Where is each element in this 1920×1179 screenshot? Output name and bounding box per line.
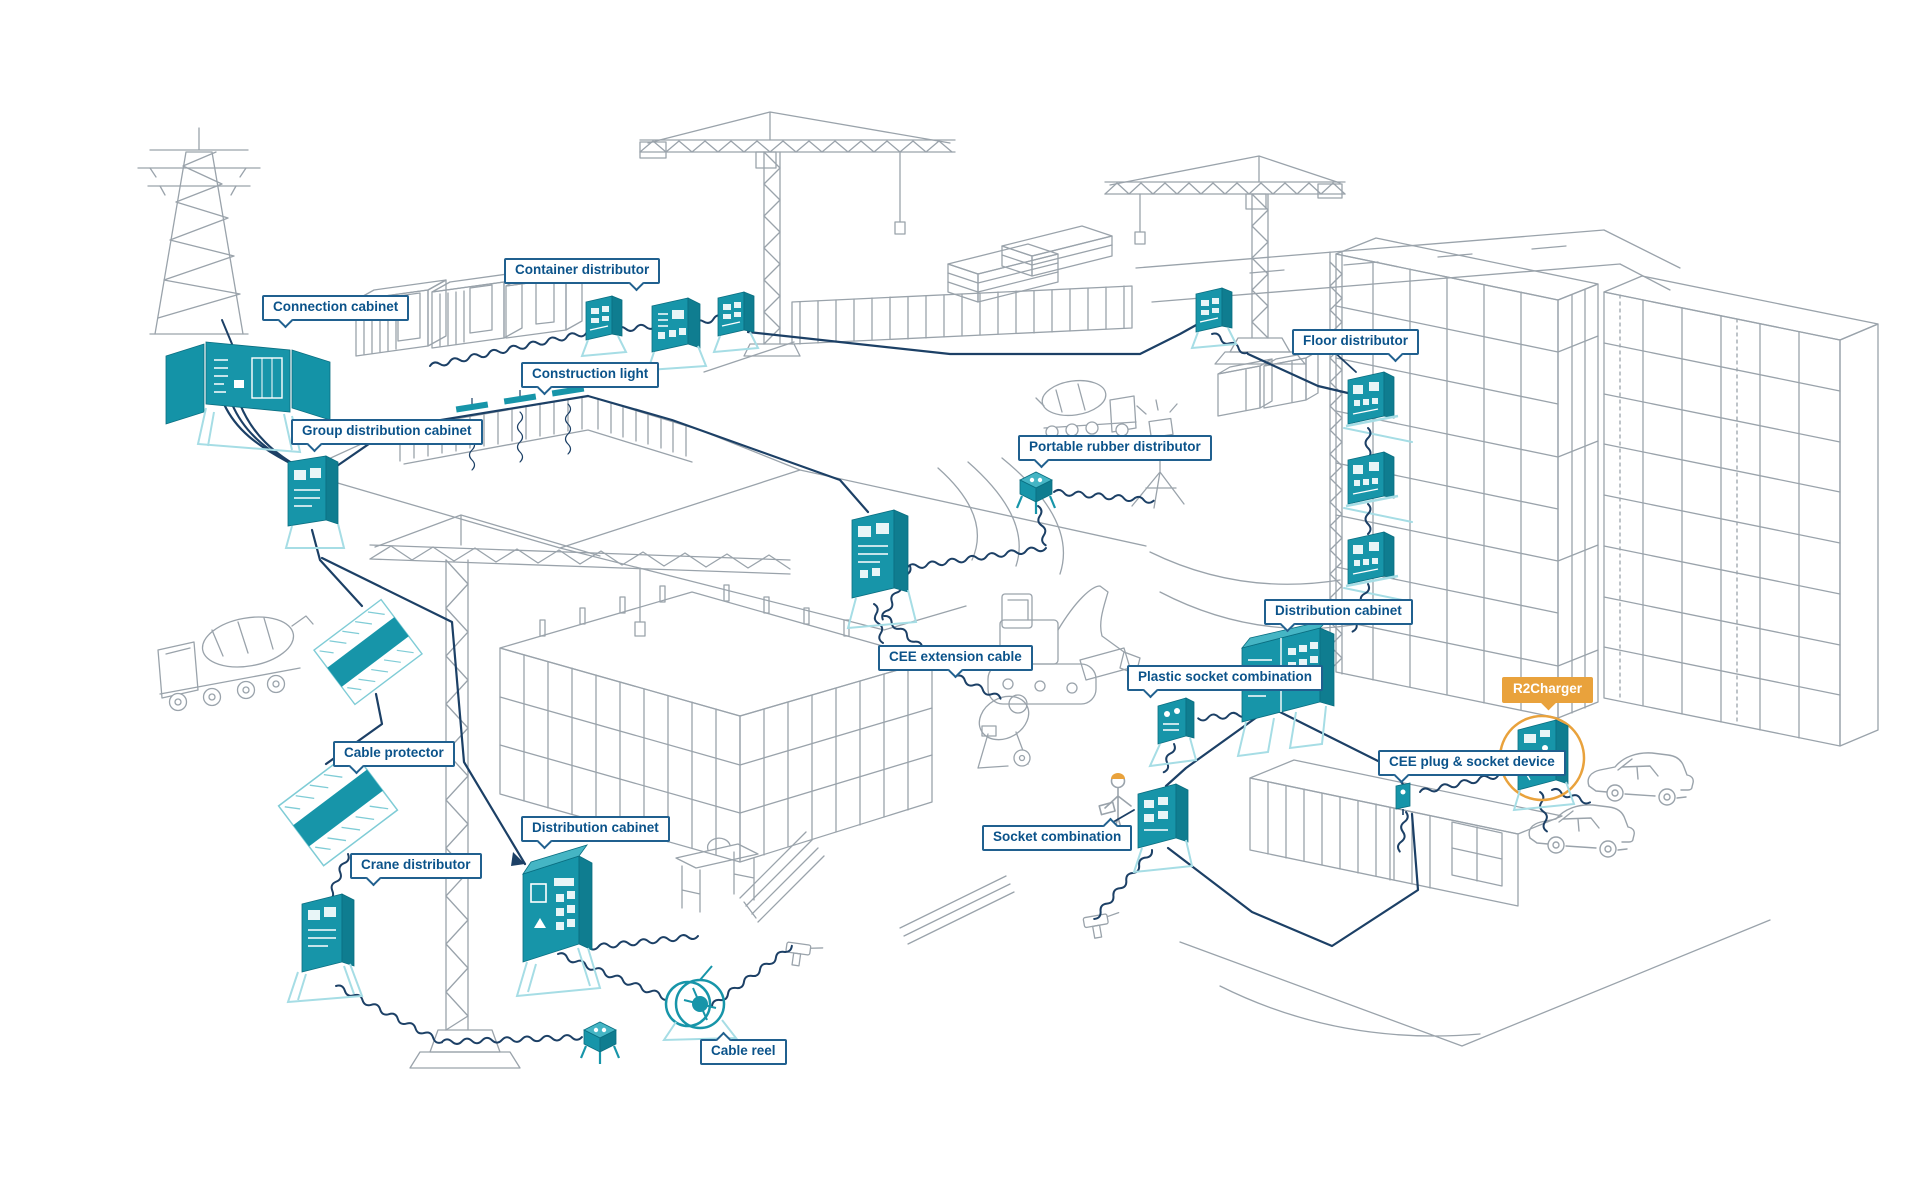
container-distributor-1 bbox=[581, 295, 627, 357]
cord-crane-rubber2 bbox=[441, 1034, 583, 1045]
cord-ext-b bbox=[906, 546, 1047, 569]
cable-crane-run bbox=[320, 556, 527, 866]
site-containers-mid bbox=[1217, 350, 1319, 417]
connection-cabinet-item bbox=[165, 341, 331, 454]
cord-central-cab bbox=[873, 603, 884, 644]
cord-plastic-down bbox=[1162, 743, 1176, 774]
formwork-wall bbox=[703, 285, 1133, 373]
label-cee-plug-socket-device[interactable]: CEE plug & socket device bbox=[1378, 750, 1566, 777]
cable-to-ramp1 bbox=[310, 528, 364, 608]
plastic-socket-combination-item bbox=[1148, 697, 1198, 768]
label-r2charger[interactable]: R2Charger bbox=[1502, 677, 1594, 704]
cable-container-loop bbox=[1166, 812, 1420, 948]
label-cee-extension-cable[interactable]: CEE extension cable bbox=[878, 645, 1033, 672]
label-floor-distributor[interactable]: Floor distributor bbox=[1292, 329, 1419, 356]
cord-ext-a bbox=[1037, 505, 1047, 547]
container-distributor-3 bbox=[713, 291, 759, 353]
worker bbox=[1098, 773, 1132, 847]
label-container-distributor[interactable]: Container distributor bbox=[504, 258, 661, 285]
cable-protector-1 bbox=[313, 598, 423, 706]
floor-distributor-2 bbox=[1344, 450, 1400, 508]
construction-lights bbox=[455, 382, 585, 413]
cord-fd2-fd3 bbox=[1364, 503, 1372, 535]
cable-protector-2 bbox=[277, 749, 399, 867]
label-construction-light[interactable]: Construction light bbox=[521, 362, 660, 389]
cable-arrowhead bbox=[511, 852, 525, 866]
tower-crane-right bbox=[1104, 155, 1346, 365]
cord-socketcomb-drill bbox=[1093, 849, 1154, 920]
building-center bbox=[499, 584, 933, 863]
road-top bbox=[1135, 229, 1681, 303]
central-cabinet bbox=[846, 509, 918, 630]
crane-side-box bbox=[1191, 287, 1237, 349]
cable-crane2-run bbox=[1246, 352, 1354, 396]
mixer-truck-left bbox=[157, 615, 314, 712]
cable-pylon-feed bbox=[221, 319, 233, 345]
lower-crane bbox=[369, 514, 791, 1069]
floor-distributor-1 bbox=[1344, 370, 1400, 428]
cable-top-run bbox=[746, 322, 1200, 356]
site-containers-right bbox=[1249, 759, 1563, 907]
label-portable-rubber-distributor[interactable]: Portable rubber distributor bbox=[1018, 435, 1212, 462]
cement-mixer bbox=[977, 694, 1031, 769]
label-cable-reel[interactable]: Cable reel bbox=[700, 1039, 787, 1066]
drill-2 bbox=[785, 941, 824, 967]
cord-cab-plastic bbox=[1197, 711, 1249, 722]
cord-charger-car2 bbox=[1539, 791, 1548, 833]
cord-plug-down bbox=[1397, 811, 1409, 853]
table-saw bbox=[675, 837, 759, 913]
cable-pit-feed bbox=[586, 394, 870, 514]
cord-rubber-tripod bbox=[1053, 488, 1155, 504]
cee-plug-item bbox=[1395, 782, 1411, 815]
label-crane-distributor[interactable]: Crane distributor bbox=[350, 853, 482, 880]
crane-distributor-item bbox=[286, 893, 364, 1004]
distribution-cabinet-left-item bbox=[515, 844, 602, 998]
cable-main-2 bbox=[230, 402, 298, 468]
cord-cranebox bbox=[1211, 332, 1249, 355]
label-group-distribution-cabinet[interactable]: Group distribution cabinet bbox=[291, 419, 483, 446]
group-distribution-cabinet-item bbox=[284, 455, 346, 549]
label-cable-protector[interactable]: Cable protector bbox=[333, 741, 455, 768]
cord-saw bbox=[587, 934, 699, 951]
socket-combination-item bbox=[1132, 783, 1194, 874]
cord-reel-drill bbox=[711, 944, 793, 1007]
container-distributor-2 bbox=[646, 297, 708, 372]
material-stacks bbox=[947, 225, 1113, 303]
building-b bbox=[1603, 275, 1879, 747]
car-1 bbox=[1587, 752, 1694, 806]
cord-fd1-fd2 bbox=[1364, 427, 1372, 459]
cord-ramp2-cranedist bbox=[327, 853, 350, 902]
label-distribution-cabinet-left[interactable]: Distribution cabinet bbox=[521, 816, 670, 843]
cord-plug-charger bbox=[1419, 770, 1510, 793]
label-socket-combination[interactable]: Socket combination bbox=[982, 825, 1133, 852]
label-connection-cabinet[interactable]: Connection cabinet bbox=[262, 295, 410, 322]
drill-1 bbox=[1082, 911, 1120, 939]
floor-distributor-3 bbox=[1344, 530, 1400, 588]
cord-ext-e bbox=[955, 674, 1002, 700]
label-plastic-socket-combination[interactable]: Plastic socket combination bbox=[1127, 665, 1324, 692]
cord-boxA-boxB bbox=[615, 323, 657, 332]
power-pylon bbox=[137, 127, 261, 335]
cable-reel-item bbox=[662, 965, 739, 1042]
cord-containers bbox=[429, 331, 588, 367]
terrain-contours bbox=[559, 457, 1771, 1047]
tower-crane-left bbox=[639, 111, 956, 357]
cord-cranedist-crane bbox=[335, 984, 443, 1044]
mixer-truck-top bbox=[1035, 379, 1137, 439]
cord-cabinet-reel bbox=[557, 952, 671, 1001]
rubber-distributor-bottom bbox=[579, 1020, 621, 1066]
label-distribution-cabinet-right[interactable]: Distribution cabinet bbox=[1264, 599, 1413, 626]
material-piles bbox=[739, 831, 1015, 945]
tripod-light bbox=[1131, 399, 1185, 509]
cable-cab-to-socketcomb bbox=[1164, 710, 1266, 788]
